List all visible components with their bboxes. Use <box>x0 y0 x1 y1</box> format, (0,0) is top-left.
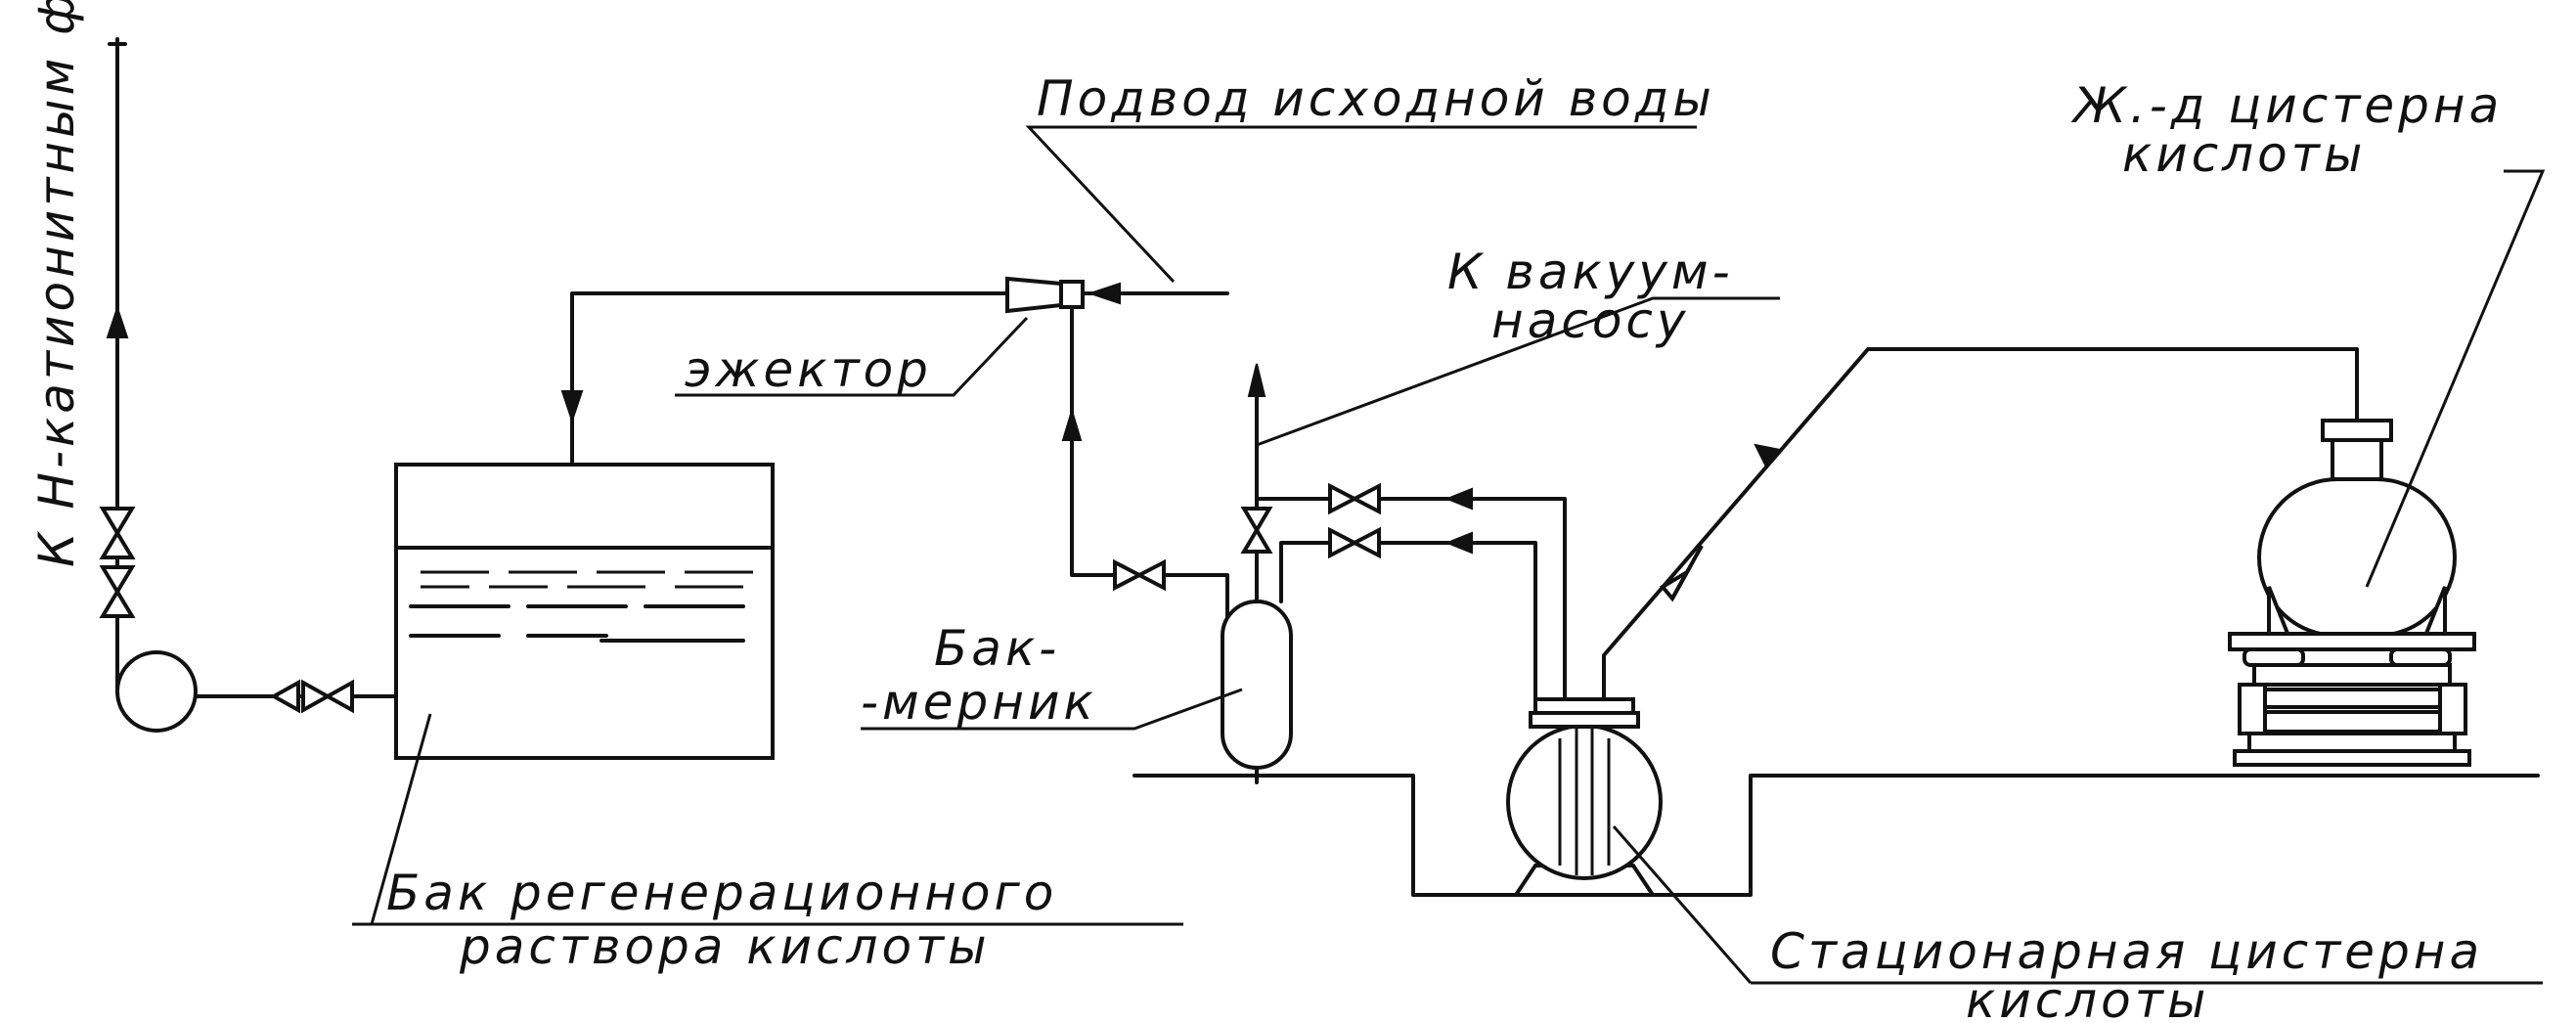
ejector <box>1005 276 1085 314</box>
flow-arrow-left-icon <box>1444 531 1473 555</box>
ejector-to-tank-pipe <box>560 291 1009 467</box>
label-measure-tank-1: Бак- <box>934 620 1060 677</box>
flow-arrow-up-icon <box>1061 407 1083 441</box>
valve-icon <box>1328 482 1381 515</box>
flow-arrow-up-icon <box>106 304 129 338</box>
leader-lines <box>352 125 2546 985</box>
rail-tank-car <box>2228 419 2476 767</box>
valve-icon <box>301 679 354 714</box>
pump-discharge-pipe <box>194 679 398 714</box>
label-stationary-tank-2: кислоты <box>1966 972 2209 1023</box>
valve-icon <box>1659 545 1704 602</box>
flow-arrow-left-icon <box>1087 282 1121 305</box>
label-vacuum-1: К вакуум- <box>1447 244 1734 300</box>
measure-tank-vacuum-pipe <box>1255 482 1567 701</box>
vacuum-line <box>1240 363 1273 603</box>
transfer-pipe <box>1602 347 2359 701</box>
label-rail-tank-2: кислоты <box>2122 126 2366 183</box>
valve-icon <box>1113 558 1166 592</box>
label-stationary-tank-1: Стационарная цистерна <box>1770 923 2483 980</box>
acid-pump <box>115 650 198 733</box>
flow-arrow-down-icon <box>560 390 584 424</box>
valve-icon <box>99 507 136 559</box>
flow-arrow-left-icon <box>1444 487 1473 511</box>
valve-icon <box>1240 507 1273 554</box>
label-vacuum-2: насосу <box>1491 292 1690 349</box>
valve-icon <box>1328 526 1381 559</box>
label-ejector: эжектор <box>685 341 932 398</box>
check-valve-icon <box>269 679 300 714</box>
label-regen-tank-1: Бак регенерационного <box>386 865 1057 921</box>
label-regen-tank-2: раствора кислоты <box>459 918 991 975</box>
valve-icon <box>99 565 136 618</box>
flow-arrow-up-icon <box>1754 443 1783 467</box>
label-measure-tank-2: -мерник <box>861 674 1097 731</box>
ground-line <box>1133 774 2540 897</box>
regeneration-solution-tank <box>394 463 775 760</box>
stationary-acid-tank <box>1506 697 1663 897</box>
ejector-suction-pipe <box>1061 305 1229 628</box>
label-water-supply: Подвод исходной воды <box>1037 70 1715 127</box>
label-filters: К Н-катионитным фильтрам <box>28 0 85 567</box>
flow-arrow-up-icon <box>1247 363 1266 397</box>
water-supply-pipe <box>1081 282 1229 305</box>
label-rail-tank-1: Ж.-д цистерна <box>2070 77 2503 134</box>
measure-tank-fill-pipe <box>1279 526 1537 701</box>
